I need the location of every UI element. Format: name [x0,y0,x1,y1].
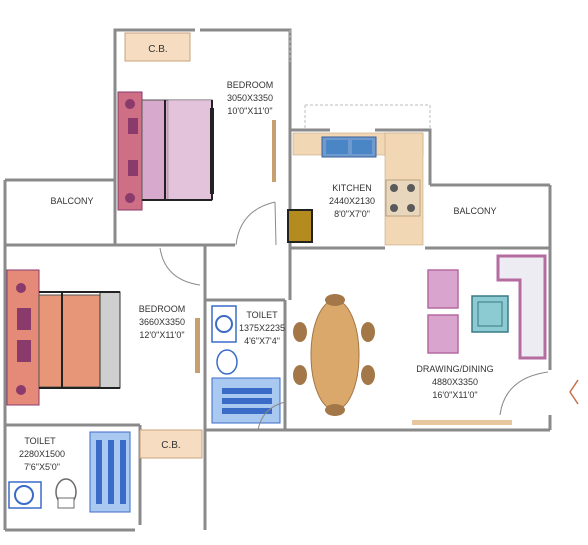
toilet-bottom-name: TOILET [24,436,56,446]
wall-hints [289,30,431,130]
toilet-middle-door [257,401,286,431]
label-kitchen: KITCHEN 2440X2130 8'0"X7'0" [329,183,375,219]
toilet-middle-name: TOILET [246,310,278,320]
bedroom-master-dim-ft: 12'0"X11'0" [139,330,184,340]
balcony-left [7,182,113,243]
bed-master [6,269,121,406]
walls [3,28,552,532]
sink-icon [321,136,377,158]
toilet-bottom-dim-mm: 2280X1500 [19,449,65,459]
label-drawing-dining: DRAWING/DINING 4880X3350 16'0"X11'0" [416,364,493,400]
fridge-icon [287,209,313,243]
main-door [412,371,549,425]
drawing-dining-name: DRAWING/DINING [416,364,493,374]
entrance-arrow-icon [569,379,579,405]
closet-top-label: C.B. [148,44,167,55]
label-bedroom-master: BEDROOM 3660X3350 12'0"X11'0" [139,304,186,340]
drawing-dining-dim-mm: 4880X3350 [432,377,478,387]
bedroom-top-dim-ft: 10'0"X11'0" [227,106,272,116]
closet-bottom-label: C.B. [161,440,180,451]
bedroom-top-dim-mm: 3050X3350 [227,93,273,103]
label-toilet-bottom: TOILET 2280X1500 7'6"X5'0" [19,436,65,472]
toilet-bottom-dim-ft: 7'6"X5'0" [24,462,60,472]
drawing-dining-dim-ft: 16'0"X11'0" [432,390,477,400]
sofa-set [427,254,547,360]
balcony-right-name: BALCONY [453,206,496,216]
kitchen-dim-mm: 2440X2130 [329,196,375,206]
toilet-middle-fixtures [211,305,281,424]
bedroom-top-name: BEDROOM [227,80,274,90]
bedroom-master-dim-mm: 3660X3350 [139,317,185,327]
master-bedroom-door [159,247,201,373]
kitchen-dim-ft: 8'0"X7'0" [334,209,370,219]
balcony-left-name: BALCONY [50,196,93,206]
stove-icon [385,179,421,217]
bedroom-master-name: BEDROOM [139,304,186,314]
label-toilet-middle: TOILET 1375X2235 4'6"X7'4" [239,310,285,346]
label-bedroom-top: BEDROOM 3050X3350 10'0"X11'0" [227,80,274,116]
kitchen-name: KITCHEN [332,183,372,193]
closet-bottom: C.B. [139,429,203,459]
bedroom-top-door [235,120,277,246]
toilet-middle-dim-mm: 1375X2235 [239,323,285,333]
toilet-bottom-fixtures [8,431,131,513]
closet-top: C.B. [124,32,191,62]
toilet-middle-dim-ft: 4'6"X7'4" [244,336,280,346]
label-balcony-left: BALCONY [50,196,93,206]
bed-top-room [117,91,214,211]
dining-table [293,294,375,416]
label-balcony-right: BALCONY [453,206,496,216]
